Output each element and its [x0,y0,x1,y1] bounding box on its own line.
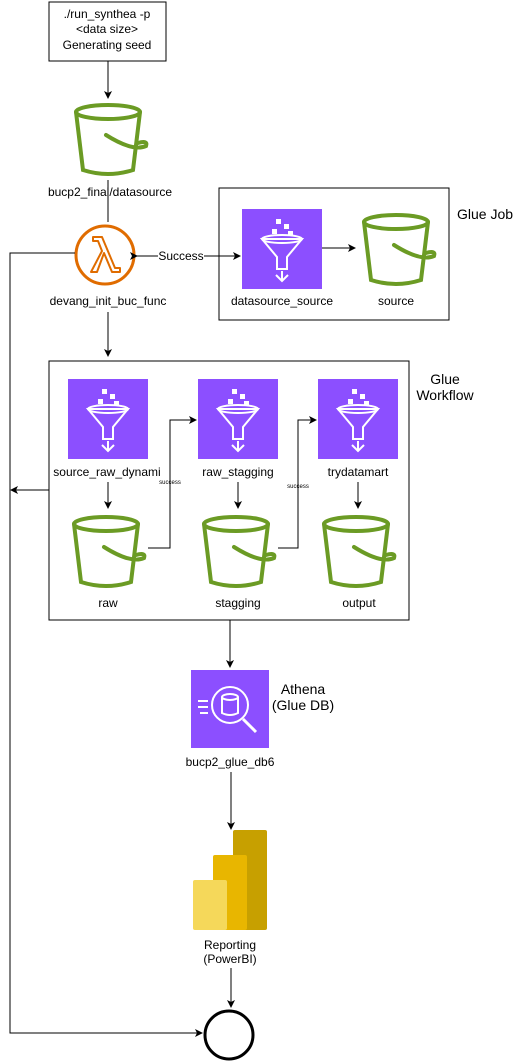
glue-job-icon [241,208,323,290]
glue-workflow-job-3-icon [317,378,399,460]
glue-job-label: datasource_source [231,294,333,308]
glue-workflow-job-3-label: trydatamart [328,465,389,479]
success-label-1: success [159,480,181,486]
output-bucket-icon [322,515,397,588]
powerbi-label-line1: Reporting [204,938,256,952]
glue-workflow-job-1-icon [67,378,149,460]
stagging-bucket-label: stagging [215,596,260,610]
edge-stagging-to-job3 [278,416,317,549]
datasource-bucket-label: bucp2_final/datasource [48,185,172,199]
edge-lambda-to-left-rail [9,252,203,1037]
end-circle-icon [203,1009,255,1061]
lambda-label: devang_init_buc_func [50,294,167,308]
glue-workflow-job-2-label: raw_stagging [202,465,273,479]
source-bucket-label: source [378,294,414,308]
start-box-line2: <data size> [76,22,138,36]
glue-job-title: Glue Job [457,206,513,222]
stagging-bucket-icon [202,515,277,588]
success-label-2: success [287,484,309,490]
edge-raw-to-job2 [148,416,197,549]
athena-title-line1: Athena [281,681,326,697]
start-box-line3: Generating seed [63,38,152,52]
start-box [48,1,167,62]
success-label-bg [158,249,204,263]
raw-bucket-icon [72,515,147,588]
glue-workflow-job-1-label: source_raw_dynami [53,465,160,479]
athena-icon [191,670,269,748]
athena-title-line2: (Glue DB) [272,697,334,713]
athena-label: bucp2_glue_db6 [186,755,275,769]
source-bucket-icon [362,213,437,286]
glue-job-container [218,187,450,321]
success-label: Success [158,249,203,263]
raw-bucket-label: raw [98,596,118,610]
datasource-bucket-icon [74,103,149,176]
powerbi-label-line2: (PowerBI) [203,952,256,966]
lambda-icon [74,224,136,286]
glue-workflow-title-line1: Glue [430,371,460,387]
output-bucket-label: output [342,596,376,610]
glue-workflow-job-2-icon [197,378,279,460]
powerbi-icon [193,830,267,930]
glue-workflow-title-line2: Workflow [416,387,474,403]
start-box-line1: ./run_synthea -p [64,7,151,21]
